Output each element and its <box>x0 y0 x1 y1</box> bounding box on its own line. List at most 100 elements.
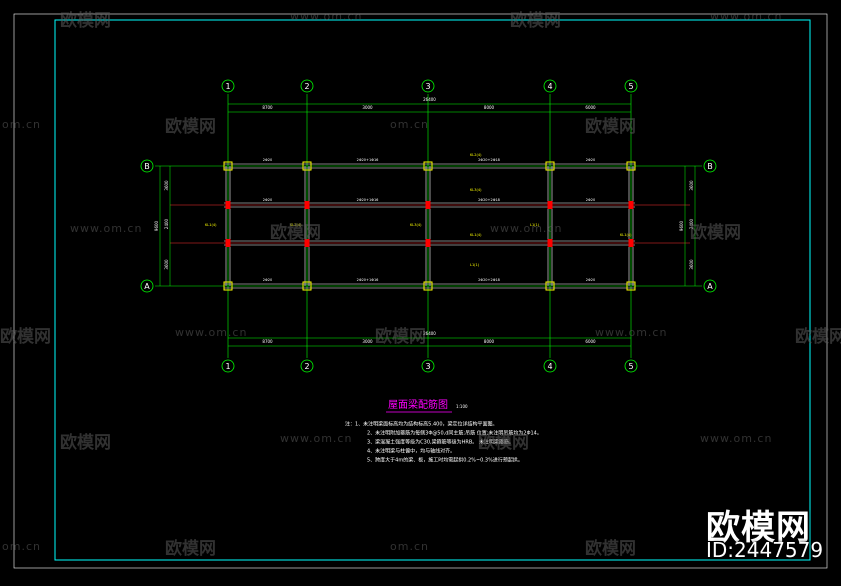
watermark-logo: 欧模网 <box>585 117 636 137</box>
column-square <box>223 281 233 291</box>
dimension-total-text: 26400 <box>423 331 436 336</box>
secondary-column <box>547 239 553 247</box>
grid-bubble-top <box>624 79 638 93</box>
watermark-url: om.cn <box>2 540 41 553</box>
dimension-text: 8000 <box>484 105 495 110</box>
grid-bubble-top-label: 5 <box>628 82 633 91</box>
inner-frame <box>54 19 811 561</box>
grid-bubble-left-label: B <box>144 162 150 171</box>
grid-bubble-bottom <box>221 359 235 373</box>
watermark-logo: 欧模网 <box>375 327 426 347</box>
grid-bubble-top-label: 2 <box>304 82 309 91</box>
column-square <box>626 161 636 171</box>
beam-tag-annotation: KL1(4) <box>470 233 482 237</box>
grid-bubble-bottom-label: 2 <box>304 362 309 371</box>
grid-bubble-top-label: 1 <box>225 82 230 91</box>
beam-rebar-label: 2Φ20 <box>586 278 595 282</box>
grid-bubble-top <box>543 79 557 93</box>
dimension-total-side: 9600 <box>154 220 159 231</box>
grid-bubble-right <box>703 159 717 173</box>
watermark-url: www.om.cn <box>595 326 668 339</box>
watermark-url: om.cn <box>2 118 41 131</box>
column-square <box>423 281 433 291</box>
brand-logo-text: 欧模网 <box>706 508 811 548</box>
column-square <box>302 281 312 291</box>
column-square <box>302 161 312 171</box>
column-square <box>423 161 433 171</box>
drawing-note: 4、未注明梁与柱偏中，均与轴线对齐。 <box>367 448 455 455</box>
grid-bubble-right-label: A <box>707 282 713 291</box>
drawing-note: 3、梁混凝土强度等级为C30,梁箍筋等级为HRB。 未注明梁箍筋。 <box>367 439 514 446</box>
watermark-url: www.om.cn <box>70 222 143 235</box>
grid-bubble-bottom <box>421 359 435 373</box>
beam-rebar-label: 2Φ20+2Φ18 <box>478 198 500 202</box>
secondary-column <box>628 201 634 209</box>
grid-bubble-left <box>140 159 154 173</box>
watermark-url: om.cn <box>390 540 429 553</box>
watermark-logo: 欧模网 <box>510 11 561 31</box>
grid-bubble-bottom <box>543 359 557 373</box>
drawing-title: 屋面梁配筋图 <box>388 398 448 411</box>
watermark-logo: 欧模网 <box>0 327 51 347</box>
dimension-text-side: 3600 <box>164 180 169 191</box>
watermark-url: om.cn <box>390 118 429 131</box>
watermark-logo: 欧模网 <box>270 223 321 243</box>
dimension-text-side: 2400 <box>689 218 694 229</box>
beam-rebar-label: 2Φ20 <box>263 158 272 162</box>
dimension-text: 8700 <box>262 339 273 344</box>
secondary-column <box>304 201 310 209</box>
grid-bubble-bottom <box>624 359 638 373</box>
beam-tag-annotation: KL1(4) <box>620 233 632 237</box>
beam-rebar-label: 2Φ20 <box>586 198 595 202</box>
watermark-logo: 欧模网 <box>60 11 111 31</box>
beam-rebar-label: 2Φ20 <box>263 198 272 202</box>
grid-bubble-bottom-label: 4 <box>547 362 552 371</box>
grid-bubble-right <box>703 279 717 293</box>
watermark-logo: 欧模网 <box>585 539 636 559</box>
secondary-column <box>225 201 231 209</box>
watermark-url: www.om.cn <box>280 432 353 445</box>
beam-rebar-label: 2Φ20+1Φ16 <box>357 278 379 282</box>
watermark-url: www.om.cn <box>490 222 563 235</box>
beam-tag-annotation: KL2(4) <box>290 223 302 227</box>
column-square <box>223 161 233 171</box>
grid-bubble-top <box>421 79 435 93</box>
dimension-text: 3000 <box>362 105 373 110</box>
beam-tag-annotation: KL1(4) <box>205 223 217 227</box>
beam-tag-annotation: KL3(4) <box>410 223 422 227</box>
beam-tag-annotation: L1(1) <box>470 263 480 267</box>
dimension-text: 8000 <box>484 339 495 344</box>
secondary-column <box>225 239 231 247</box>
secondary-column <box>425 201 431 209</box>
watermark-logo: 欧模网 <box>165 117 216 137</box>
watermark-url: www.om.cn <box>710 10 783 23</box>
grid-bubble-bottom-label: 5 <box>628 362 633 371</box>
dimension-text-side: 2400 <box>164 218 169 229</box>
grid-bubble-top <box>221 79 235 93</box>
beam-rebar-label: 2Φ20+1Φ16 <box>357 198 379 202</box>
drawing-note: 5、跨度大于4m的梁、板，施工时均需起拱0.2%~0.3%进行预起拱。 <box>367 457 523 464</box>
drawing-note: 注：1、未注明梁面标高均为结构标高5.400，梁定位详结构平面图。 <box>345 421 498 428</box>
beam-rebar-label: 2Φ20+1Φ16 <box>357 158 379 162</box>
dimension-text: 8700 <box>262 105 273 110</box>
watermark-logo: 欧模网 <box>165 539 216 559</box>
secondary-column <box>547 201 553 209</box>
watermark-logo: 欧模网 <box>478 433 529 453</box>
outer-frame <box>13 13 828 569</box>
drawing-scale: 1:100 <box>456 404 468 409</box>
dimension-text: 6000 <box>585 105 596 110</box>
dimension-text-side: 3600 <box>689 259 694 270</box>
beam-rebar-label: 2Φ20+2Φ18 <box>478 278 500 282</box>
grid-bubble-bottom-label: 1 <box>225 362 230 371</box>
dimension-text-side: 3600 <box>689 180 694 191</box>
beam-tag-annotation: L1(1) <box>530 223 540 227</box>
grid-bubble-top <box>300 79 314 93</box>
grid-bubble-top-label: 4 <box>547 82 552 91</box>
drawing-note: 2、未注明附加箍筋为每侧3Φ@50,d同主筋;吊筋 位置;未注明吊筋均为2Φ14… <box>367 430 542 437</box>
watermark-url: www.om.cn <box>290 10 363 23</box>
dimension-text: 3000 <box>362 339 373 344</box>
watermark-url: www.om.cn <box>175 326 248 339</box>
grid-bubble-left-label: A <box>144 282 150 291</box>
column-square <box>545 161 555 171</box>
